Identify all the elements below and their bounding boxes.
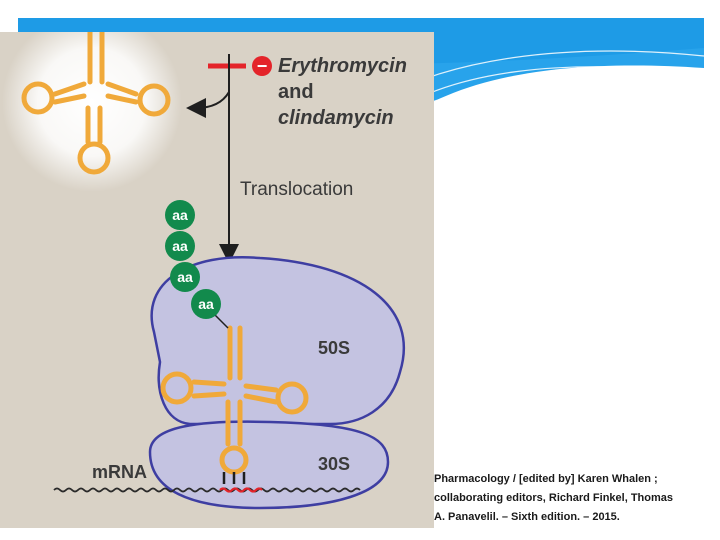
svg-text:aa: aa [172, 238, 188, 254]
drug-name-line3: clindamycin [278, 107, 394, 129]
citation-text: Pharmacology / [edited by] Karen Whalen … [434, 470, 718, 527]
svg-text:aa: aa [172, 207, 188, 223]
amino-acid-2-icon: aa [165, 231, 195, 261]
released-trna-icon [21, 32, 171, 175]
small-subunit-label: 30S [318, 454, 350, 474]
svg-text:aa: aa [198, 296, 214, 312]
drug-name-line2: and [278, 81, 314, 103]
citation-line-3: A. Panavelil. – Sixth edition. – 2015. [434, 511, 620, 523]
bound-trna-icon [160, 325, 309, 475]
codon-anticodon-pairs [222, 472, 246, 484]
citation-line-1: Pharmacology / [edited by] Karen Whalen … [434, 473, 658, 485]
drug-name-line1: Erythromycin [278, 55, 407, 77]
amino-acid-chain: aa aa aa aa [165, 200, 221, 319]
released-trna-glow [2, 32, 182, 192]
codon-highlight [219, 487, 263, 493]
amino-acid-4-icon: aa [191, 289, 221, 319]
amino-acid-3-icon: aa [170, 262, 200, 292]
minus-circle-icon: − [252, 56, 272, 76]
mrna-label: mRNA [92, 462, 147, 482]
amino-acid-1-icon: aa [165, 200, 195, 230]
release-arrow-icon [186, 91, 230, 118]
citation-line-2: collaborating editors, Richard Finkel, T… [434, 492, 673, 504]
mrna-strand [53, 487, 361, 493]
small-subunit-30s [148, 420, 390, 510]
svg-text:−: − [257, 56, 268, 76]
translation-inhibition-figure: − Erythromycin and clindamycin Transloca… [0, 32, 434, 528]
svg-text:aa: aa [177, 269, 193, 285]
large-subunit-label: 50S [318, 338, 350, 358]
translocation-label: Translocation [240, 179, 353, 200]
